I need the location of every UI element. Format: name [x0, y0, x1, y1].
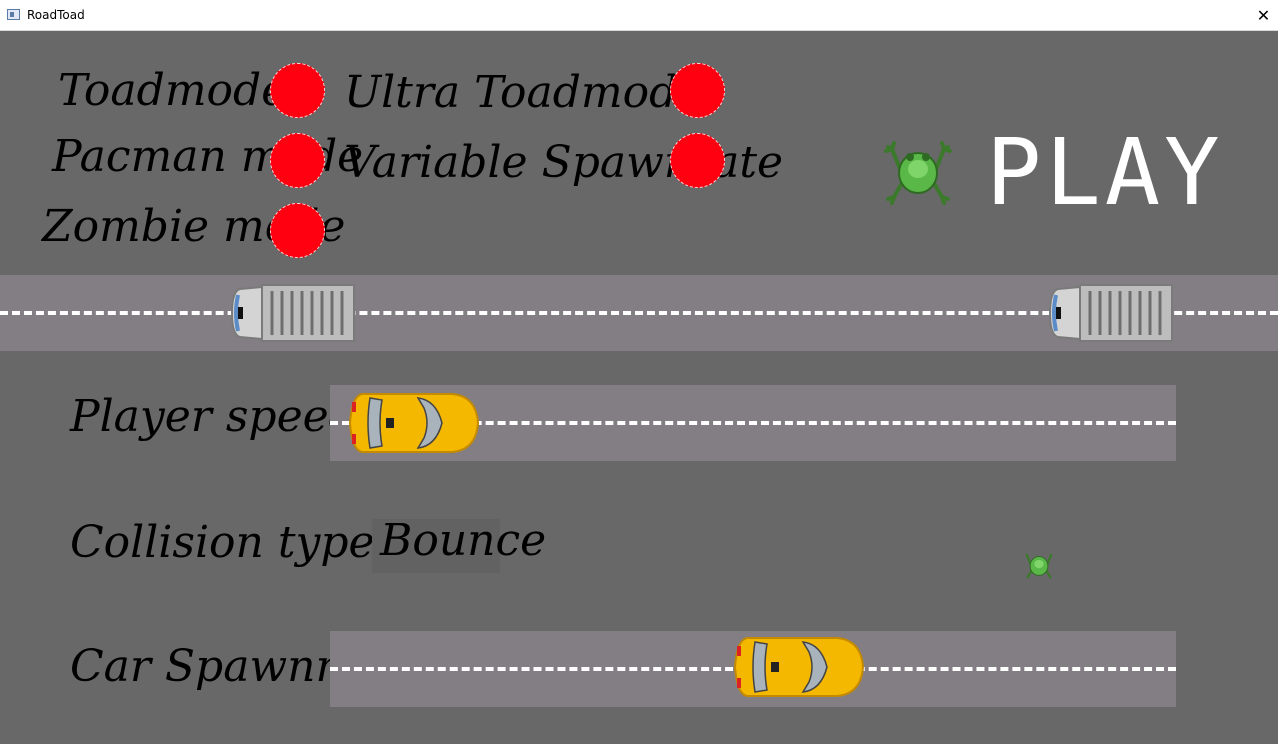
title-bar: RoadToad ✕: [0, 0, 1278, 31]
ultra-toadmode-label: Ultra Toadmode: [344, 67, 704, 118]
frog-icon[interactable]: [884, 139, 952, 205]
ultra-toadmode-toggle[interactable]: [670, 63, 725, 118]
pacman-mode-toggle[interactable]: [270, 133, 325, 188]
lane-marking: [0, 311, 1278, 315]
toadmode-toggle[interactable]: [270, 63, 325, 118]
play-button[interactable]: PLAY: [986, 119, 1224, 226]
taxi-icon[interactable]: [733, 632, 865, 702]
collision-type-label: Collision type:: [70, 517, 390, 568]
taxi-icon[interactable]: [348, 388, 480, 458]
frog-icon: [1025, 553, 1053, 579]
lane-marking: [330, 421, 1176, 425]
app-icon: [7, 9, 20, 20]
zombie-mode-toggle[interactable]: [270, 203, 325, 258]
close-icon[interactable]: ✕: [1256, 6, 1271, 25]
window-title: RoadToad: [27, 8, 85, 22]
collision-type-button[interactable]: Bounce: [372, 519, 546, 573]
truck-icon: [230, 284, 355, 342]
variable-spawnrate-toggle[interactable]: [670, 133, 725, 188]
game-canvas: Toadmode Pacman mode Zombie mode Ultra T…: [0, 31, 1278, 744]
collision-type-value: Bounce: [380, 515, 547, 566]
player-speed-label: Player speed: [70, 391, 357, 442]
truck-icon: [1048, 284, 1173, 342]
toadmode-label: Toadmode: [58, 65, 288, 116]
